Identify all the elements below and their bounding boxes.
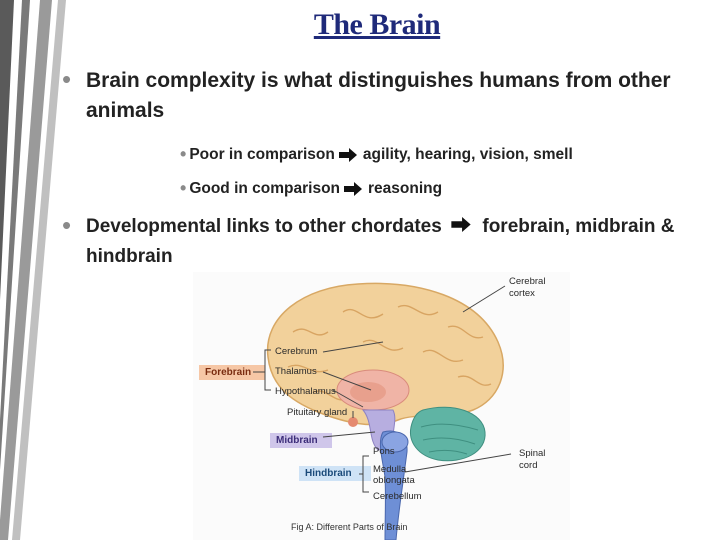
sub-bullet-1-before: Poor in comparison bbox=[189, 145, 335, 163]
right-arrow-icon bbox=[338, 147, 357, 162]
bullet-2-after: forebrain, midbrain & hindbrain bbox=[86, 216, 675, 267]
label-medulla-1: Medulla bbox=[373, 464, 407, 475]
label-cerebral-cortex-2: cortex bbox=[509, 288, 535, 299]
bullet-2-before: Developmental links to other chordates bbox=[86, 216, 442, 237]
label-pituitary-gland: Pituitary gland bbox=[287, 407, 348, 418]
decorative-stripes bbox=[0, 0, 66, 540]
sub-bullet-1: • Poor in comparison agility, hearing, v… bbox=[180, 144, 573, 165]
bullet-marker: • bbox=[62, 210, 72, 240]
sub-bullet-2-before: Good in comparison bbox=[189, 179, 341, 197]
bullet-2: Developmental links to other chordates f… bbox=[86, 212, 716, 272]
midbrain-tag: Midbrain bbox=[270, 433, 332, 448]
slide-title: The Brain bbox=[313, 8, 441, 41]
bullet-1: Brain complexity is what distinguishes h… bbox=[86, 69, 671, 122]
forebrain-tag: Forebrain bbox=[199, 365, 265, 380]
sub-bullet-1-after: agility, hearing, vision, smell bbox=[362, 145, 573, 163]
sub-bullet-marker: • bbox=[180, 144, 187, 164]
label-medulla-2: oblongata bbox=[373, 475, 415, 486]
label-cerebral-cortex-1: Cerebral bbox=[509, 276, 546, 287]
label-pons: Pons bbox=[373, 446, 395, 457]
label-spinal-cord-1: Spinal bbox=[519, 448, 546, 459]
label-thalamus: Thalamus bbox=[275, 366, 317, 377]
right-arrow-icon bbox=[451, 217, 471, 232]
brain-diagram: Forebrain Midbrain Hindbrain Cerebral co… bbox=[193, 272, 570, 540]
sub-bullet-2-after: reasoning bbox=[368, 179, 443, 197]
label-cerebellum: Cerebellum bbox=[373, 491, 422, 502]
sub-bullet-marker: • bbox=[180, 178, 187, 198]
sub-bullet-2: • Good in comparison reasoning bbox=[180, 178, 442, 199]
label-spinal-cord-2: cord bbox=[519, 460, 538, 471]
hindbrain-tag: Hindbrain bbox=[299, 466, 371, 481]
label-cerebrum: Cerebrum bbox=[275, 346, 318, 357]
label-leaders bbox=[253, 285, 512, 493]
bullet-marker: • bbox=[62, 64, 72, 94]
brain-illustration bbox=[266, 282, 504, 540]
label-hypothalamus: Hypothalamus bbox=[275, 386, 336, 397]
right-arrow-icon bbox=[344, 181, 363, 196]
figure-caption: Fig A: Different Parts of Brain bbox=[291, 522, 408, 532]
